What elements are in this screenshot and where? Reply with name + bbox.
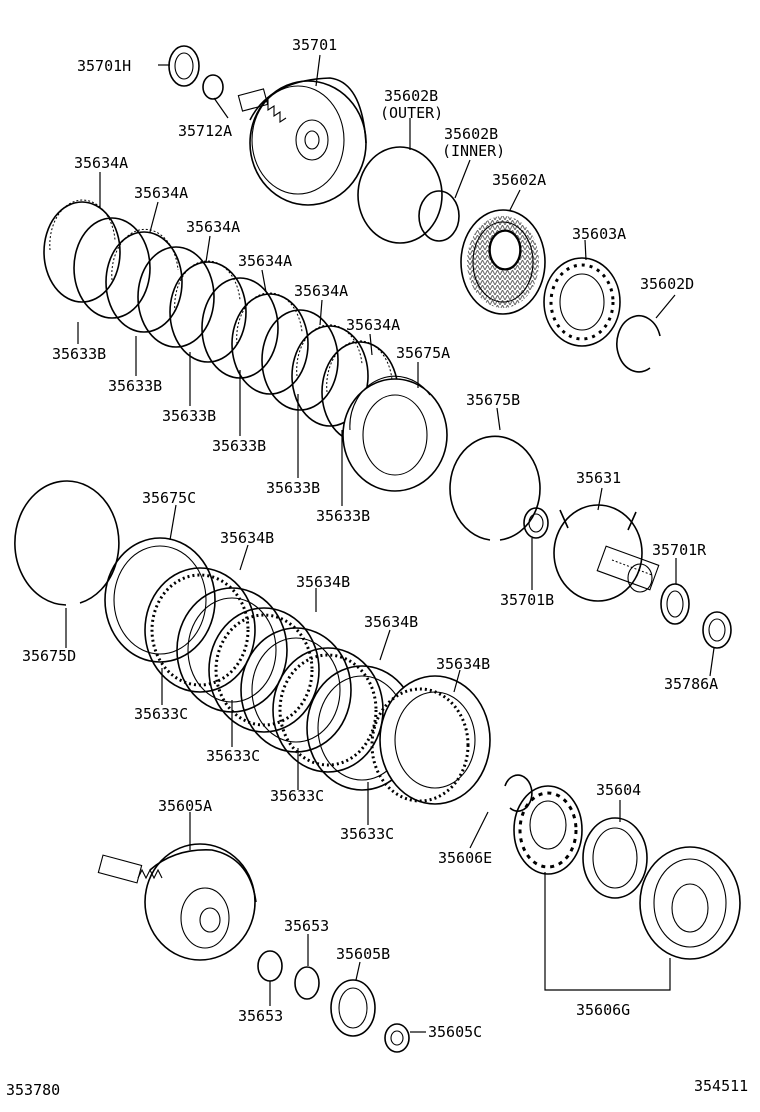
label-35633b-2: 35633B xyxy=(108,377,163,395)
label-35633c-1: 35633C xyxy=(134,705,189,723)
label-35634a-3: 35634A xyxy=(186,218,241,236)
snap-ring-35602b-outer xyxy=(357,146,443,244)
label-35634b-1: 35634B xyxy=(220,529,275,547)
label-35602b-outer-note: (OUTER) xyxy=(380,104,444,122)
spring-retainer-35603a xyxy=(543,257,621,347)
clutch-drum-35701 xyxy=(237,77,367,206)
label-35653-1: 35653 xyxy=(284,917,330,935)
bearing-35605b xyxy=(330,979,376,1037)
label-35634a-5: 35634A xyxy=(294,282,349,300)
washer-35786a xyxy=(702,611,732,649)
ring-35653-b xyxy=(294,966,320,1000)
footer-left-code: 353780 xyxy=(6,1081,61,1099)
label-35675b: 35675B xyxy=(466,391,521,409)
drum-35605a xyxy=(97,843,257,961)
label-35675a: 35675A xyxy=(396,344,451,362)
label-35633b-5: 35633B xyxy=(266,479,321,497)
hub-35631 xyxy=(553,504,660,602)
label-35701: 35701 xyxy=(292,36,338,54)
bearing-35701h xyxy=(168,45,200,87)
label-35675c: 35675C xyxy=(142,489,197,507)
label-35602b-inner: 35602B xyxy=(444,125,499,143)
label-35701b: 35701B xyxy=(500,591,555,609)
snap-ring-35602b-inner xyxy=(418,190,460,242)
label-35633b-1: 35633B xyxy=(52,345,107,363)
label-35633c-3: 35633C xyxy=(270,787,325,805)
label-35786a: 35786A xyxy=(664,675,719,693)
footer-right-code: 354511 xyxy=(694,1077,749,1095)
washer-35701b xyxy=(523,507,549,539)
label-35606e: 35606E xyxy=(438,849,493,867)
snap-ring-35675b xyxy=(449,435,541,541)
label-35634b-3: 35634B xyxy=(364,613,419,631)
label-35633c-2: 35633C xyxy=(206,747,261,765)
clutch-pack-lower xyxy=(104,537,491,805)
label-35633b-4: 35633B xyxy=(212,437,267,455)
label-35602b-outer: 35602B xyxy=(384,87,439,105)
clutch-pack-upper xyxy=(43,199,399,443)
label-35633b-6: 35633B xyxy=(316,507,371,525)
label-35605c: 35605C xyxy=(428,1023,483,1041)
label-35701r: 35701R xyxy=(652,541,707,559)
label-35603a: 35603A xyxy=(572,225,627,243)
bearing-35701r xyxy=(660,583,690,625)
label-35605a: 35605A xyxy=(158,797,213,815)
label-35634b-2: 35634B xyxy=(296,573,351,591)
label-35634b-4: 35634B xyxy=(436,655,491,673)
label-35633c-4: 35633C xyxy=(340,825,395,843)
label-35634a-2: 35634A xyxy=(134,184,189,202)
piston-35602a xyxy=(460,209,546,315)
assembly-35606g xyxy=(513,785,741,991)
label-35602d: 35602D xyxy=(640,275,695,293)
label-35675d: 35675D xyxy=(22,647,77,665)
label-35631: 35631 xyxy=(576,469,622,487)
label-35701h: 35701H xyxy=(77,57,132,75)
snap-ring-35606e xyxy=(504,774,533,812)
label-35606g: 35606G xyxy=(576,1001,631,1019)
label-35634a-1: 35634A xyxy=(74,154,129,172)
leader-lines xyxy=(65,54,715,1033)
label-35604: 35604 xyxy=(596,781,642,799)
label-35602b-inner-note: (INNER) xyxy=(442,142,506,160)
ring-35653-a xyxy=(257,950,283,982)
flange-35675a xyxy=(342,375,448,492)
label-35653-2: 35653 xyxy=(238,1007,284,1025)
snap-ring-35675d xyxy=(14,480,120,606)
label-35712a: 35712A xyxy=(178,122,233,140)
label-35634a-4: 35634A xyxy=(238,252,293,270)
label-35633b-3: 35633B xyxy=(162,407,217,425)
bushing-35605c xyxy=(384,1023,410,1053)
ring-35712a xyxy=(202,74,224,100)
snap-ring-35602d xyxy=(616,315,661,373)
label-35605b: 35605B xyxy=(336,945,391,963)
label-35634a-6: 35634A xyxy=(346,316,401,334)
label-35602a: 35602A xyxy=(492,171,547,189)
